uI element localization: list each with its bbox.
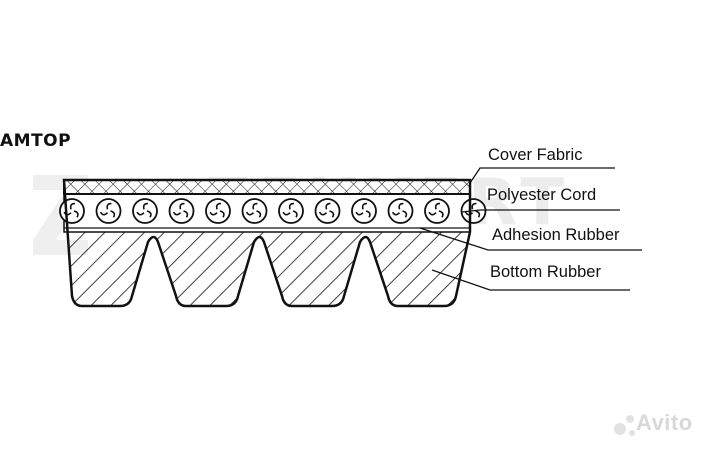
cord-circle [205,198,231,224]
cord-circle [351,198,377,224]
cord-swirl [434,202,440,210]
cord-swirl [99,211,109,216]
avito-dots-icon [614,415,635,436]
label-cover-fabric: Cover Fabric [488,146,583,164]
leader-adhesion-rubber [419,227,642,251]
cord-swirl [391,211,401,216]
cord-swirl [136,211,145,216]
cord-swirl [106,202,112,210]
bottom-rubber-layer [64,232,470,306]
cord-circle [168,198,195,224]
cord-swirl [215,202,221,210]
cord-swirl [288,202,294,210]
cover-fabric-layer [63,179,471,195]
cord-swirl [329,210,335,218]
cord-swirl [209,211,218,216]
cord-swirl [252,202,258,210]
label-bottom-rubber: Bottom Rubber [490,263,601,281]
cord-circle [424,198,450,224]
cord-swirl [475,210,481,218]
cord-swirl [256,210,262,218]
cord-circle [387,198,414,224]
cord-circle [314,198,341,224]
cord-swirl [402,210,408,218]
brand-logo-text: AMTOP [0,131,72,151]
avito-watermark-text: Avito [636,410,693,435]
cord-swirl [172,211,182,216]
leader-cover-fabric [469,167,615,184]
cord-swirl [464,211,474,216]
cord-swirl [325,202,331,210]
cord-swirl [179,202,185,210]
polyester-cord-layer [59,198,487,224]
cord-swirl [292,210,298,218]
leader-lines [419,167,642,291]
belt-outline [62,178,472,308]
cord-swirl [245,211,255,216]
label-adhesion-rubber: Adhesion Rubber [492,226,620,244]
cord-swirl [438,210,444,218]
cord-circle [241,198,268,224]
leader-polyester-cord [461,209,620,213]
cord-swirl [471,202,477,210]
cord-swirl [318,211,328,216]
cord-swirl [110,210,116,218]
label-polyester-cord: Polyester Cord [487,186,597,204]
cord-swirl [183,210,189,218]
cord-circle [95,198,122,224]
cord-circle [132,198,158,224]
leader-bottom-rubber [431,269,630,291]
cord-swirl [146,210,152,218]
cord-swirl [361,202,367,210]
cord-swirl [73,210,79,218]
cord-swirl [69,202,75,210]
cord-swirl [365,210,371,218]
cord-circle [59,198,85,224]
cord-circle [278,198,304,224]
cord-swirl [355,211,364,216]
cord-swirl [219,210,225,218]
cord-swirl [282,211,291,216]
cord-swirl [428,211,437,216]
cord-swirl [142,202,148,210]
cord-swirl [398,202,404,210]
